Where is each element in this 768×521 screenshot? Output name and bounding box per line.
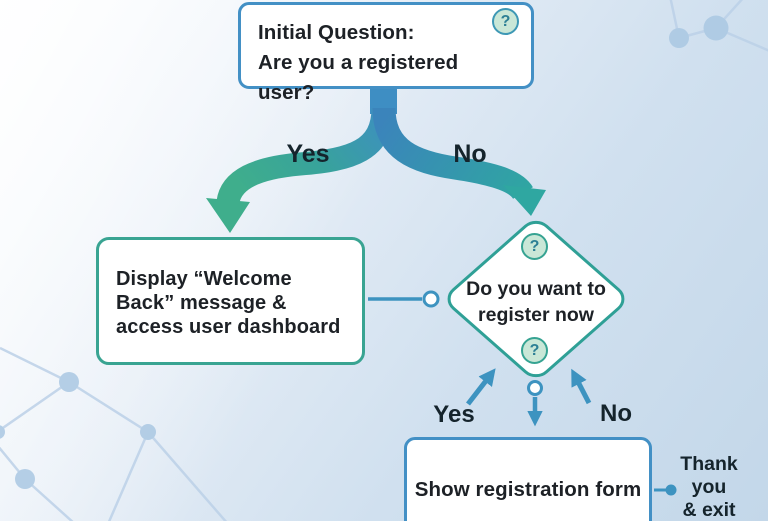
welcome-line2: Back” message & bbox=[116, 292, 287, 314]
network-decoration-bottom-left bbox=[0, 346, 228, 521]
welcome-line1: Display “Welcome bbox=[116, 268, 292, 290]
decision-line2: register now bbox=[478, 304, 594, 326]
branch-no-label: No bbox=[453, 140, 487, 168]
exit-line2: you bbox=[691, 476, 727, 498]
registration-form-node: Show registration form bbox=[404, 437, 652, 521]
registration-label: Show registration form bbox=[414, 478, 642, 501]
decision-no-arrow bbox=[571, 368, 592, 405]
network-decoration-top-right bbox=[669, 0, 768, 52]
registration-exit-connector bbox=[654, 484, 677, 496]
branch-yes-label: Yes bbox=[286, 140, 330, 168]
exit-line3: & exit bbox=[682, 499, 736, 521]
exit-node-text: Thank you & exit bbox=[674, 453, 744, 521]
welcome-line3: access user dashboard bbox=[116, 316, 341, 338]
initial-question-line2: Are you a registered user? bbox=[258, 51, 459, 104]
question-help-icon[interactable]: ? bbox=[492, 8, 519, 35]
decision-node-text: Do you want to register now bbox=[443, 276, 629, 328]
decision-no-label: No bbox=[600, 400, 632, 427]
initial-question-node: Initial Question: Are you a registered u… bbox=[238, 2, 534, 104]
branch-yes-arrow bbox=[206, 107, 395, 233]
question-help-icon[interactable]: ? bbox=[521, 337, 548, 364]
initial-question-line1: Initial Question: bbox=[258, 21, 415, 44]
branch-no-arrow bbox=[372, 107, 546, 216]
question-help-icon[interactable]: ? bbox=[521, 233, 548, 260]
decision-bottom-connector bbox=[527, 380, 543, 427]
question-glyph: ? bbox=[529, 342, 540, 359]
question-glyph: ? bbox=[500, 13, 511, 30]
exit-line1: Thank bbox=[680, 453, 738, 475]
welcome-decision-connector bbox=[368, 290, 440, 308]
question-glyph: ? bbox=[529, 238, 540, 255]
decision-yes-label: Yes bbox=[433, 401, 475, 428]
decision-yes-arrow bbox=[466, 368, 496, 406]
decision-diamond-shape bbox=[443, 217, 629, 381]
welcome-back-node: Display “Welcome Back” message & access … bbox=[96, 237, 365, 365]
decision-line1: Do you want to bbox=[466, 278, 606, 300]
